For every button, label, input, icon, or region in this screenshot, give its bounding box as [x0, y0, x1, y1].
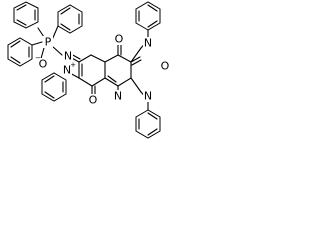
- svg-text:N: N: [64, 50, 72, 63]
- molecule-structure: P N O N O N N O: [7, 1, 170, 139]
- svg-text:N: N: [144, 37, 152, 50]
- ring-nitrogen-n1: N: [143, 90, 153, 103]
- phenyl-ring-1: [13, 1, 39, 29]
- nitro-plus-charge: +: [70, 61, 76, 69]
- atom-labels: P N O N O N N O: [35, 33, 170, 107]
- svg-text:N: N: [144, 90, 152, 103]
- carbonyl-oxygen-top: O: [114, 33, 124, 46]
- phenyl-ring-5: [135, 1, 161, 41]
- phenyl-ring-6: [135, 99, 161, 139]
- svg-text:N: N: [114, 90, 122, 103]
- oxygen-minus-charge: −: [35, 54, 41, 62]
- svg-text:O: O: [39, 58, 48, 71]
- methyl-nitrogen-atom: N: [113, 90, 123, 103]
- ring-nitrogen-n3: N: [143, 37, 153, 50]
- carbonyl-oxygen-right: O: [160, 60, 170, 73]
- nitro-oxygen-atom: O −: [35, 54, 48, 71]
- svg-text:P: P: [45, 36, 52, 49]
- phosphorus-atom: P: [43, 36, 53, 49]
- carbonyl-oxygen-bottom: O: [88, 94, 98, 107]
- svg-text:N: N: [63, 64, 71, 77]
- svg-text:O: O: [89, 94, 98, 107]
- nitro-nitrogen-atom: N +: [62, 61, 76, 77]
- phenyl-ring-2: [57, 4, 83, 34]
- imine-nitrogen-atom: N: [63, 50, 73, 63]
- phenyl-ring-4: [41, 72, 67, 102]
- svg-text:O: O: [161, 60, 170, 73]
- phenyl-ring-3: [7, 37, 43, 67]
- svg-text:O: O: [115, 33, 124, 46]
